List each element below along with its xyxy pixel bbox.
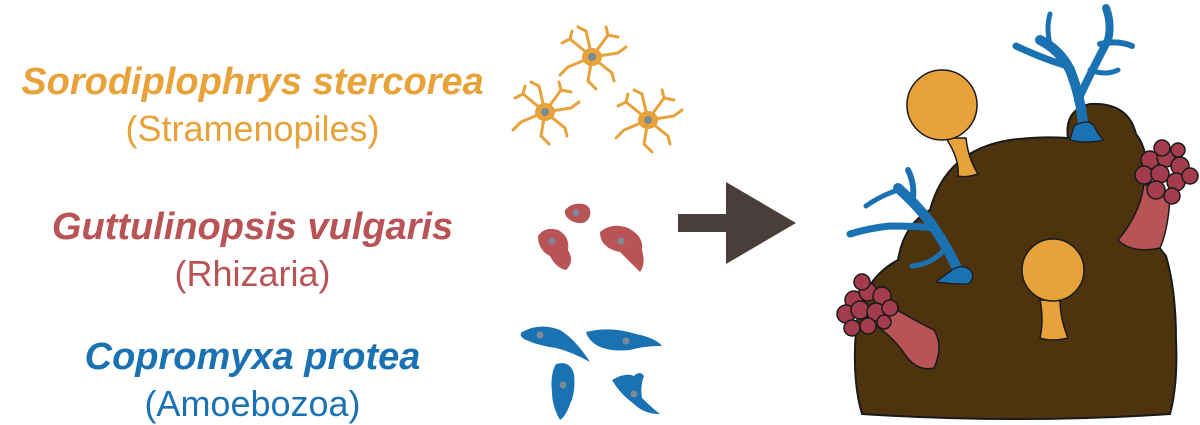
rhizaria-cells-icon [538,203,644,272]
fruiting-body-icon [906,69,1085,341]
species-group: (Amoebozoa) [144,383,361,424]
arrow-right-icon [678,182,796,264]
amoebozoa-fruiting-body-icon [846,4,1135,285]
dung-substrate-icon [853,102,1178,420]
species-group: (Rhizaria) [174,253,331,294]
species-name: Copromyxa protea [84,336,421,378]
stramenopile-cells-icon [511,25,684,154]
species-name: Guttulinopsis vulgaris [51,206,454,248]
species-sorodiplophrys: Sorodiplophrys stercorea (Stramenopiles) [0,60,505,150]
species-copromyxa: Copromyxa protea (Amoebozoa) [0,335,505,425]
amoebozoa-cells-icon [520,326,662,420]
species-guttulinopsis: Guttulinopsis vulgaris (Rhizaria) [0,205,505,295]
species-name: Sorodiplophrys stercorea [21,61,484,103]
species-group: (Stramenopiles) [125,108,380,149]
